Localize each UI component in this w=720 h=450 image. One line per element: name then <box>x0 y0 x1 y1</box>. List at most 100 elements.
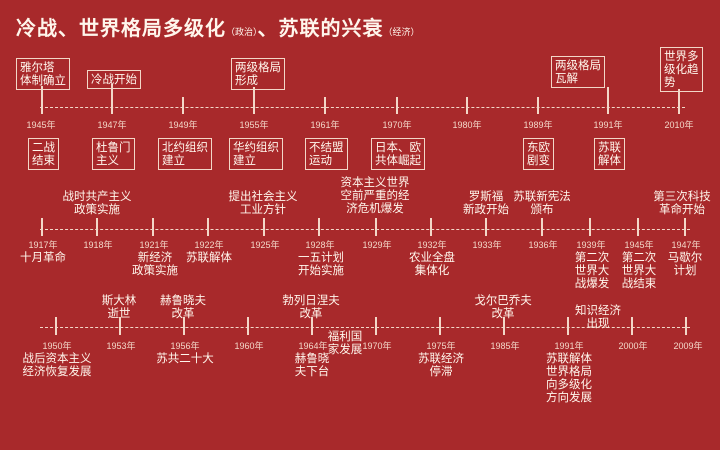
year-label: 1991年 <box>593 120 623 130</box>
year-label: 1932年 <box>417 240 447 250</box>
year-label: 1945年 <box>26 120 56 130</box>
title-sub-economy: （经济） <box>383 28 420 38</box>
timeline-axis <box>40 229 690 230</box>
page-title: 冷战、世界格局多级化（政治）、苏联的兴衰（经济） <box>16 12 420 41</box>
tick <box>485 218 487 236</box>
tick <box>631 317 633 335</box>
event-knowledge-economy: 知识经济 出现 <box>575 303 621 330</box>
tick <box>111 84 113 114</box>
year-label: 1928年 <box>305 240 335 250</box>
tick <box>637 218 639 236</box>
event-box-yalta: 雅尔塔 体制确立 <box>16 58 70 90</box>
year-label: 1947年 <box>671 240 701 250</box>
year-label: 1953年 <box>106 341 136 351</box>
year-label: 1945年 <box>624 240 654 250</box>
year-label: 1955年 <box>239 120 269 130</box>
tick <box>182 97 184 114</box>
event-industrialization: 提出社会主义 工业方针 <box>228 189 298 216</box>
tick <box>589 218 591 236</box>
tick <box>318 218 320 236</box>
tick <box>311 317 313 335</box>
year-label: 1970年 <box>382 120 412 130</box>
event-third-tech-revolution: 第三次科技 革命开始 <box>653 189 711 216</box>
event-collectivization: 农业全盘 集体化 <box>409 250 455 277</box>
year-label: 2000年 <box>618 341 648 351</box>
event-welfare-state: 福利国 家发展 <box>327 329 363 356</box>
event-ww2-outbreak: 第二次 世界大 战爆发 <box>574 250 610 290</box>
year-label: 1936年 <box>528 240 558 250</box>
event-box-bipolar-collapse: 两级格局 瓦解 <box>551 56 605 88</box>
year-label: 1947年 <box>97 120 127 130</box>
event-box-cold-war-start: 冷战开始 <box>87 70 141 89</box>
event-box-japan-ec: 日本、欧 共体崛起 <box>371 138 425 170</box>
event-stalin-death: 斯大林 逝世 <box>101 293 137 320</box>
tick <box>375 218 377 236</box>
tick <box>439 317 441 335</box>
tick <box>247 317 249 335</box>
event-five-year-plan: 一五计划 开始实施 <box>298 250 344 277</box>
event-soviet-stagnation: 苏联经济 停滞 <box>418 351 464 378</box>
year-label: 1922年 <box>194 240 224 250</box>
year-label: 1921年 <box>139 240 169 250</box>
year-label: 1939年 <box>576 240 606 250</box>
year-label: 1991年 <box>554 341 584 351</box>
tick <box>183 317 185 335</box>
year-label: 1961年 <box>310 120 340 130</box>
tick <box>152 218 154 236</box>
tick <box>41 218 43 236</box>
event-postwar-capitalism: 战后资本主义 经济恢复发展 <box>22 351 92 378</box>
event-box-nato: 北约组织 建立 <box>158 138 212 170</box>
event-ww2-end: 第二次 世界大 战结束 <box>621 250 657 290</box>
tick <box>119 317 121 335</box>
event-ussr-formed: 苏联解体 <box>186 250 232 264</box>
event-ussr-dissolve-multipolar: 苏联解体 世界格局 向多级化 方向发展 <box>546 351 592 404</box>
event-soviet-constitution: 苏联新宪法 颁布 <box>513 189 571 216</box>
year-label: 1989年 <box>523 120 553 130</box>
year-label: 1970年 <box>362 341 392 351</box>
tick <box>55 317 57 335</box>
event-box-ussr-dissolve: 苏联 解体 <box>594 138 625 170</box>
event-cpsu-20th-congress: 苏共二十大 <box>156 351 214 365</box>
event-gorbachev-reform: 戈尔巴乔夫 改革 <box>474 293 532 320</box>
tick <box>503 317 505 335</box>
year-label: 1975年 <box>426 341 456 351</box>
event-box-nonaligned: 不结盟 运动 <box>305 138 348 170</box>
tick <box>263 218 265 236</box>
tick <box>607 87 609 114</box>
event-box-bipolar-formed: 两级格局 形成 <box>231 58 285 90</box>
year-label: 2010年 <box>664 120 694 130</box>
tick <box>537 97 539 114</box>
event-box-ww2-end: 二战 结束 <box>28 138 59 170</box>
tick <box>324 97 326 114</box>
event-khrushchev-ousted: 赫鲁晓 夫下台 <box>294 351 330 378</box>
tick <box>567 317 569 335</box>
event-box-truman: 杜鲁门 主义 <box>92 138 135 170</box>
year-label: 1964年 <box>298 341 328 351</box>
tick <box>678 89 680 114</box>
event-brezhnev-reform: 勃列日涅夫 改革 <box>282 293 340 320</box>
timeline-axis <box>40 327 690 328</box>
year-label: 1949年 <box>168 120 198 130</box>
year-label: 1925年 <box>250 240 280 250</box>
year-label: 1917年 <box>28 240 58 250</box>
title-main-2: 、苏联的兴衰 <box>257 16 384 40</box>
title-main-1: 冷战、世界格局多级化 <box>16 16 226 40</box>
tick <box>396 97 398 114</box>
event-box-multipolar: 世界多 级化趋 势 <box>660 47 703 92</box>
event-october-revolution: 十月革命 <box>20 250 66 264</box>
event-box-east-europe: 东欧 剧变 <box>523 138 554 170</box>
tick <box>430 218 432 236</box>
year-label: 1950年 <box>42 341 72 351</box>
tick <box>41 86 43 114</box>
event-khrushchev-reform: 赫鲁晓夫 改革 <box>160 293 206 320</box>
tick <box>684 218 686 236</box>
tick <box>96 218 98 236</box>
event-great-depression: 资本主义世界 空前严重的经 济危机爆发 <box>340 175 410 215</box>
event-war-communism: 战时共产主义 政策实施 <box>62 189 132 216</box>
year-label: 2009年 <box>673 341 703 351</box>
tick <box>253 87 255 114</box>
event-marshall-plan: 马歇尔 计划 <box>667 250 703 277</box>
event-nep: 新经济 政策实施 <box>132 250 178 277</box>
tick <box>541 218 543 236</box>
year-label: 1960年 <box>234 341 264 351</box>
